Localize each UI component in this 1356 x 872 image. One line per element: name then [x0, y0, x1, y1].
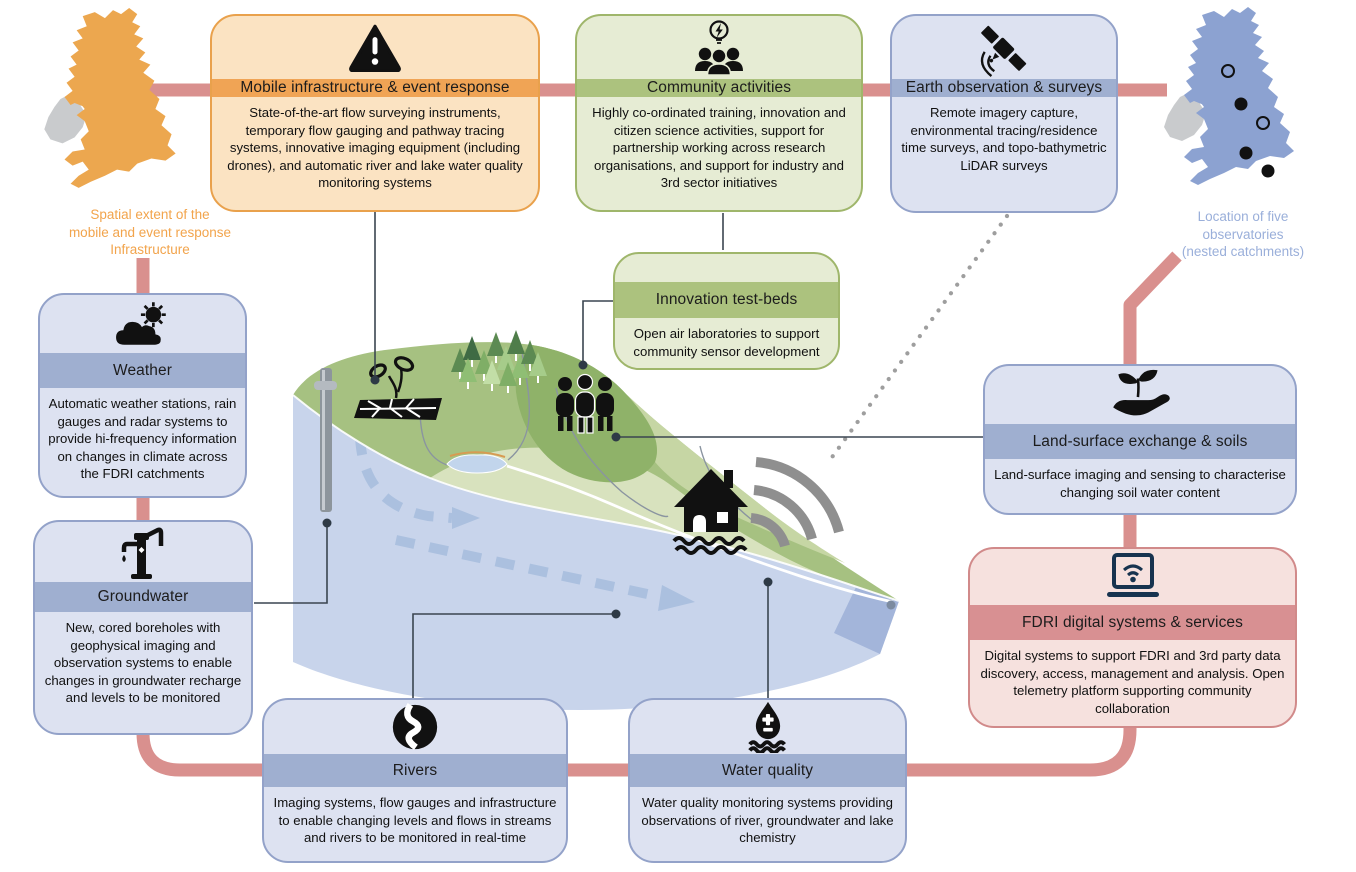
groundwater-box: Groundwater New, cored boreholes with ge…	[33, 520, 253, 735]
river-outlet	[886, 600, 896, 610]
underground-block	[293, 395, 899, 710]
hand-pump-icon	[35, 522, 251, 582]
lake-shore	[449, 451, 506, 458]
box-title: Water quality	[630, 754, 905, 787]
right-map-caption: Location of five observatories (nested c…	[1168, 208, 1318, 261]
box-body: Imaging systems, flow gauges and infrast…	[273, 795, 557, 846]
uk-map-mobile-extent	[18, 2, 208, 204]
community-people-icon	[577, 16, 861, 79]
box-body: Remote imagery capture, environmental tr…	[901, 105, 1107, 173]
caption-line: Infrastructure	[110, 242, 190, 258]
groundwater-flow-arrows	[355, 435, 668, 603]
sun-cloud-icon	[40, 295, 245, 353]
box-body: New, cored boreholes with geophysical im…	[44, 620, 242, 706]
mobile-infrastructure-box: Mobile infrastructure & event response S…	[210, 14, 540, 212]
flow-arrowhead	[658, 585, 695, 611]
caption-line: observatories	[1202, 226, 1284, 242]
caption-line: (nested catchments)	[1181, 244, 1305, 260]
flow-arrowhead	[452, 507, 480, 529]
people-group-icon	[556, 373, 614, 434]
front-edge-highlight	[292, 394, 900, 602]
box-body: Highly co-ordinated training, innovation…	[592, 105, 846, 191]
warning-triangle-icon	[212, 16, 538, 79]
river-circle-icon	[264, 700, 566, 754]
box-title: Land-surface exchange & soils	[985, 424, 1295, 459]
box-title: Rivers	[264, 754, 566, 787]
land-surface-box: Land-surface exchange & soils Land-surfa…	[983, 364, 1297, 515]
borehole	[314, 368, 337, 512]
water-quality-box: Water quality Water quality monitoring s…	[628, 698, 907, 863]
thin-connectors	[254, 212, 983, 698]
great-britain-shape	[1184, 7, 1294, 185]
tree-cluster	[451, 330, 547, 393]
hand-seedling-icon	[985, 366, 1295, 424]
junction-dots	[322, 360, 773, 619]
box-body: Water quality monitoring systems providi…	[641, 795, 894, 846]
weather-box: Weather Automatic weather stations, rain…	[38, 293, 247, 498]
innovation-box-top	[615, 254, 838, 282]
box-title: Weather	[40, 353, 245, 388]
box-title: Mobile infrastructure & event response	[212, 79, 538, 97]
northern-ireland-shape	[1191, 88, 1210, 105]
catchment-illustration	[292, 330, 900, 710]
rivers-box: Rivers Imaging systems, flow gauges and …	[262, 698, 568, 863]
box-body: Automatic weather stations, rain gauges …	[48, 396, 237, 482]
box-body: Open air laboratories to support communi…	[633, 326, 820, 359]
caption-line: Location of five	[1197, 209, 1289, 224]
box-title: Groundwater	[35, 582, 251, 612]
dotted-link	[827, 213, 1010, 463]
community-activities-box: Community activities Highly co-ordinated…	[575, 14, 863, 212]
laptop-wifi-icon	[970, 549, 1295, 605]
ireland-shape	[1164, 91, 1206, 141]
loop-pink-connector	[136, 251, 1182, 777]
box-body: State-of-the-art flow surveying instrume…	[227, 105, 523, 191]
valley-pale-band	[430, 447, 899, 601]
satellite-icon	[892, 16, 1116, 79]
flooded-house-icon	[672, 469, 748, 555]
box-title: FDRI digital systems & services	[970, 605, 1295, 640]
water-drop-icon	[630, 700, 905, 754]
lake	[446, 454, 508, 474]
observatory-markers	[1221, 64, 1275, 178]
caption-line: Spatial extent of the	[90, 207, 210, 222]
box-title: Community activities	[577, 79, 861, 97]
innovation-test-beds-box: Innovation test-beds Open air laboratori…	[613, 252, 840, 370]
underground-side-face	[834, 587, 899, 654]
fdri-digital-systems-box: FDRI digital systems & services Digital …	[968, 547, 1297, 728]
earth-observation-box: Earth observation & surveys Remote image…	[890, 14, 1118, 213]
northern-ireland-shape	[71, 89, 91, 108]
ireland-shape	[44, 92, 87, 144]
box-title: Innovation test-beds	[615, 282, 838, 318]
uk-map-observatories	[1152, 0, 1312, 202]
great-britain-shape	[64, 8, 176, 188]
box-title: Earth observation & surveys	[892, 79, 1116, 97]
radar-waves-icon	[750, 457, 844, 548]
caption-line: mobile and event response	[68, 224, 232, 240]
left-map-caption: Spatial extent of the mobile and event r…	[40, 206, 260, 259]
box-body: Digital systems to support FDRI and 3rd …	[980, 648, 1285, 716]
box-body: Land-surface imaging and sensing to char…	[994, 467, 1286, 500]
